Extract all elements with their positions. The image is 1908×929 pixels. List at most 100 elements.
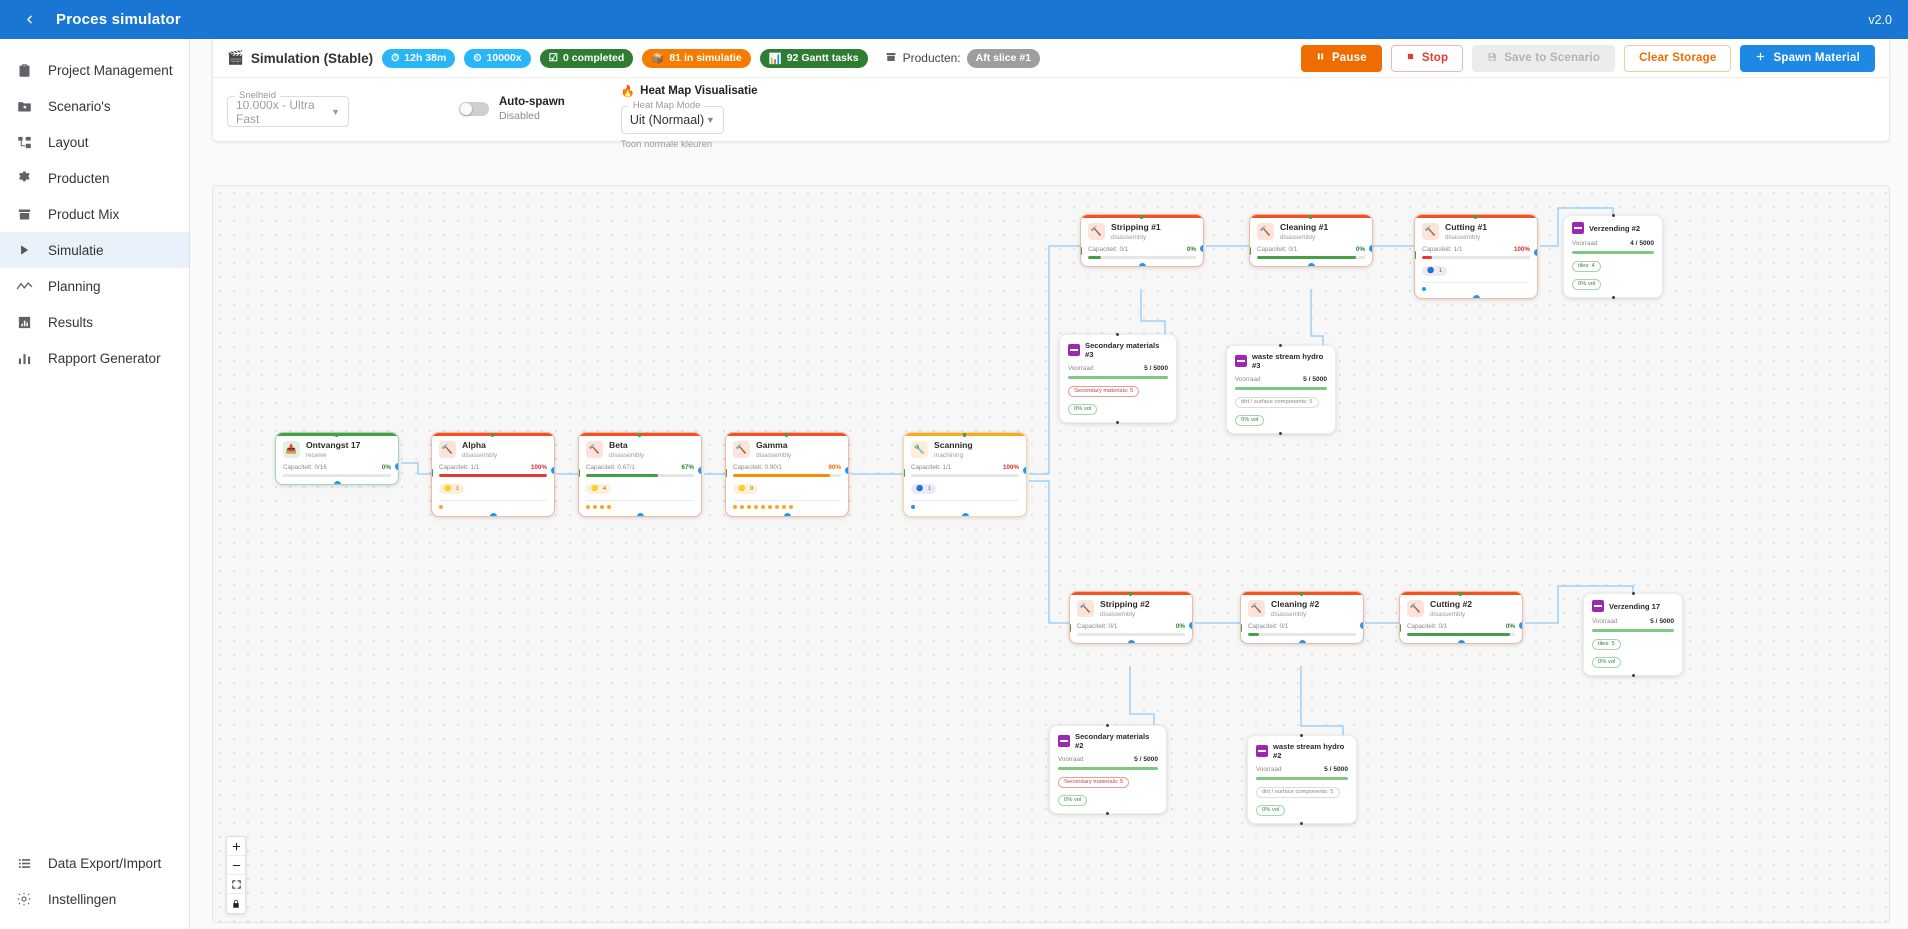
chart-bars-icon [14,348,34,368]
sidebar-item-producten[interactable]: Producten [0,160,189,196]
node-port-out[interactable] [1189,622,1192,629]
process-node-gamma[interactable]: 🔨 Gamma disassembly Capaciteit: 0.90/1 9… [725,432,849,518]
storage-node-waste-stream-hydro-2[interactable]: waste stream hydro #2 Voorraad 5 / 5000 … [1247,734,1357,825]
node-port-top[interactable] [1309,215,1312,219]
sidebar-item-results[interactable]: Results [0,304,189,340]
node-port-top[interactable] [335,433,338,437]
node-port-in[interactable] [1400,624,1401,632]
node-port-out[interactable] [1519,622,1522,629]
node-port-top[interactable] [963,433,966,437]
back-button[interactable] [16,7,42,33]
node-port-out[interactable] [1534,249,1537,256]
node-port-in[interactable] [1415,251,1416,259]
sidebar-item-instellingen[interactable]: Instellingen [0,881,189,917]
stop-button[interactable]: Stop [1390,44,1464,72]
node-port-top[interactable] [1632,592,1635,595]
flow-canvas[interactable]: 📥 Ontvangst 17 receive Capaciteit: 0/16 … [212,185,1890,923]
node-port-bottom[interactable] [1106,812,1109,815]
process-node-stripping-1[interactable]: 🔨 Stripping #1 disassembly Capaciteit: 0… [1080,214,1204,268]
node-port-out[interactable] [1360,622,1363,629]
storage-node-waste-stream-hydro-3[interactable]: waste stream hydro #3 Voorraad 5 / 5000 … [1226,344,1336,435]
node-port-bottom[interactable] [490,513,497,517]
speed-select[interactable]: Snelheid 10.000x - Ultra Fast ▼ [227,90,349,127]
node-port-in[interactable] [904,469,905,477]
node-port-out[interactable] [1369,245,1372,252]
node-port-bottom[interactable] [1632,674,1635,677]
sidebar-item-planning[interactable]: Planning [0,268,189,304]
process-node-alpha[interactable]: 🔨 Alpha disassembly Capaciteit: 1/1 100%… [431,432,555,518]
node-port-in[interactable] [726,469,727,477]
process-node-cutting-1[interactable]: 🔨 Cutting #1 disassembly Capaciteit: 1/1… [1414,214,1538,300]
storage-node-secondary-materials-2[interactable]: Secondary materials #2 Voorraad 5 / 5000… [1049,724,1167,815]
node-port-bottom[interactable] [1612,296,1615,299]
pause-button[interactable]: Pause [1300,44,1382,72]
node-port-in[interactable] [432,469,433,477]
node-port-top[interactable] [1106,724,1109,727]
node-port-bottom[interactable] [1308,263,1315,267]
lock-button[interactable] [227,894,245,913]
node-port-out[interactable] [395,463,398,470]
spawn-material-button[interactable]: Spawn Material [1740,44,1875,72]
node-port-in[interactable] [1250,247,1251,255]
node-port-bottom[interactable] [962,513,969,517]
node-port-top[interactable] [1129,592,1132,596]
process-node-stripping-2[interactable]: 🔨 Stripping #2 disassembly Capaciteit: 0… [1069,591,1193,645]
save-to-scenario-button[interactable]: Save to Scenario [1472,44,1616,72]
fit-view-button[interactable] [227,875,245,894]
sidebar-item-layout[interactable]: Layout [0,124,189,160]
node-port-top[interactable] [1612,214,1615,217]
node-port-bottom[interactable] [1128,640,1135,644]
sidebar-item-data-export-import[interactable]: Data Export/Import [0,845,189,881]
process-node-cleaning-2[interactable]: 🔨 Cleaning #2 disassembly Capaciteit: 0/… [1240,591,1364,645]
process-node-cleaning-1[interactable]: 🔨 Cleaning #1 disassembly Capaciteit: 0/… [1249,214,1373,268]
node-port-out[interactable] [1200,245,1203,252]
node-port-out[interactable] [1023,467,1026,474]
node-port-top[interactable] [1459,592,1462,596]
process-node-scanning[interactable]: 🔧 Scanning machining Capaciteit: 1/1 100… [903,432,1027,518]
node-port-top[interactable] [1300,592,1303,596]
node-title: Stripping #2 [1100,599,1150,609]
node-port-top[interactable] [491,433,494,437]
storage-node-verzending-17[interactable]: Verzending 17 Voorraad 5 / 5000 tiles: 5… [1583,592,1683,677]
node-port-bottom[interactable] [784,513,791,517]
storage-node-verzending-2[interactable]: Verzending #2 Voorraad 4 / 5000 tiles: 4… [1563,214,1663,299]
node-port-bottom[interactable] [1139,263,1146,267]
node-port-bottom[interactable] [1473,295,1480,299]
node-port-in[interactable] [1241,624,1242,632]
node-port-top[interactable] [1116,333,1119,336]
node-port-out[interactable] [551,467,554,474]
sidebar-item-project-management[interactable]: Project Management [0,52,189,88]
zoom-in-button[interactable] [227,837,245,856]
clear-storage-button[interactable]: Clear Storage [1624,44,1732,72]
node-port-bottom[interactable] [637,513,644,517]
sidebar-item-simulatie[interactable]: Simulatie [0,232,189,268]
node-port-in[interactable] [1070,624,1071,632]
node-port-bottom[interactable] [1279,432,1282,435]
node-port-bottom[interactable] [1299,640,1306,644]
auto-spawn-toggle[interactable] [459,102,489,116]
node-port-top[interactable] [1474,215,1477,219]
process-node-beta[interactable]: 🔨 Beta disassembly Capaciteit: 0.67/1 67… [578,432,702,518]
process-node-cutting-2[interactable]: 🔨 Cutting #2 disassembly Capaciteit: 0/1… [1399,591,1523,645]
node-port-in[interactable] [579,469,580,477]
node-title: Gamma [756,440,788,450]
node-port-out[interactable] [698,467,701,474]
node-port-top[interactable] [1300,734,1303,737]
process-node-ontvangst-17[interactable]: 📥 Ontvangst 17 receive Capaciteit: 0/16 … [275,432,399,486]
storage-node-secondary-materials-3[interactable]: Secondary materials #3 Voorraad 5 / 5000… [1059,333,1177,424]
node-port-bottom[interactable] [334,481,341,485]
sidebar-item-scenarios[interactable]: Scenario's [0,88,189,124]
node-port-top[interactable] [785,433,788,437]
sidebar-item-product-mix[interactable]: Product Mix [0,196,189,232]
node-port-top[interactable] [638,433,641,437]
node-port-top[interactable] [1140,215,1143,219]
zoom-out-button[interactable] [227,856,245,875]
sidebar-item-rapport-generator[interactable]: Rapport Generator [0,340,189,376]
node-port-bottom[interactable] [1458,640,1465,644]
node-port-top[interactable] [1279,344,1282,347]
node-port-bottom[interactable] [1300,822,1303,825]
node-port-out[interactable] [845,467,848,474]
node-port-bottom[interactable] [1116,421,1119,424]
node-port-in[interactable] [1081,247,1082,255]
heat-map-mode-select[interactable]: Heat Map Mode Uit (Normaal) ▼ [620,100,724,134]
